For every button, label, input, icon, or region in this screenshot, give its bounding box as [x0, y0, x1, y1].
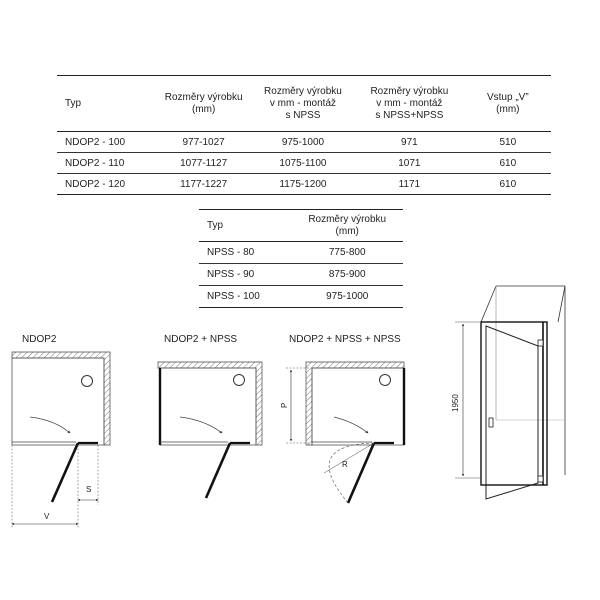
table-cell: 1171: [398, 178, 421, 190]
wall-hatch: [305, 361, 405, 446]
table-row: NDOP2 - 120 1177-1227 1175-1200 1171 610: [57, 174, 551, 195]
table-main-header-1: Rozměry výrobku(mm): [155, 76, 251, 132]
table-cell: 975-1000: [281, 136, 325, 148]
table-cell: 510: [499, 136, 517, 148]
table-main-header-line: v mm - montáž: [269, 97, 337, 109]
table-npss-header-1: Rozměry výrobku(mm): [291, 210, 403, 242]
perspective-ndop2: 1950: [451, 285, 566, 500]
table-row: NPSS - 90 875-900: [199, 264, 403, 286]
drain-icon: [81, 375, 93, 387]
swing-arc: [179, 416, 223, 434]
table-row: NPSS - 100 975-1000: [199, 286, 403, 308]
table-cell: 1177-1227: [180, 178, 228, 190]
table-main-header-line: Rozměry výrobku: [164, 91, 243, 103]
table-npss-header-line: (mm): [335, 225, 359, 237]
hinge-icon: [537, 339, 544, 347]
open-door-panel: [485, 325, 539, 500]
table-cell: 610: [499, 157, 517, 169]
table-cell: NPSS - 100: [207, 291, 260, 302]
plan-ndop2-npss-npss: R P: [280, 361, 406, 504]
swing-arc: [29, 416, 71, 434]
diagram-title-ndop2-npss: NDOP2 + NPSS: [164, 334, 238, 345]
plan-ndop2: S V: [11, 351, 111, 528]
table-row: NDOP2 - 100 977-1027 975-1000 971 510: [57, 132, 551, 153]
table-main-header-line: s NPSS+NPSS: [375, 109, 444, 121]
table-cell: 971: [401, 136, 418, 148]
diagram-title-ndop2-npss-npss: NDOP2 + NPSS + NPSS: [289, 334, 401, 345]
table-cell: NPSS - 90: [207, 269, 255, 280]
wall-hatch: [157, 361, 263, 446]
table-main-header-line: (mm): [496, 103, 520, 115]
table-cell: 1175-1200: [279, 178, 327, 190]
npss-table-header: Typ Rozměry výrobku(mm): [199, 209, 403, 242]
drain-icon: [233, 374, 245, 386]
plan-ndop2-npss: [157, 361, 263, 499]
table-main-header-line: Vstup „V”: [486, 91, 529, 103]
table-cell: NPSS - 80: [207, 247, 255, 258]
table-cell: 977-1027: [182, 136, 225, 148]
table-main-header-4: Vstup „V”(mm): [465, 76, 551, 132]
table-main-header-0: Typ: [57, 76, 155, 132]
table-cell: 610: [499, 178, 517, 190]
door-handle-icon: [488, 417, 494, 428]
door-frame: [480, 321, 548, 486]
shower-tray: [11, 357, 105, 446]
wall-hatch: [11, 351, 111, 446]
table-cell: 875-900: [328, 269, 366, 280]
hinge-icon: [537, 475, 544, 483]
table-cell: 775-800: [328, 247, 366, 258]
label-v: V: [44, 512, 50, 521]
table-npss-header-line: Rozměry výrobku: [308, 213, 387, 225]
table-main-header-line: Typ: [65, 97, 82, 109]
door-leaf: [204, 442, 232, 499]
table-main-header-line: s NPSS: [285, 109, 321, 121]
table-main-header-line: v mm - montáž: [376, 97, 443, 109]
table-npss-header-0: Typ: [199, 210, 291, 242]
diagram-title-ndop2: NDOP2: [22, 334, 57, 345]
swing-arc: [333, 416, 369, 434]
door-leaf: [346, 442, 376, 504]
table-cell: 1077-1127: [180, 157, 228, 169]
label-r: R: [342, 460, 348, 469]
table-npss-header-line: Typ: [207, 219, 224, 231]
table-cell: 975-1000: [326, 291, 369, 302]
table-row: NDOP2 - 110 1077-1127 1075-1100 1071 610: [57, 153, 551, 174]
table-cell: NDOP2 - 100: [65, 136, 126, 148]
label-s: S: [86, 485, 91, 494]
table-cell: NDOP2 - 120: [65, 178, 126, 190]
table-main-header-line: Rozměry výrobku: [370, 85, 449, 97]
table-row: NPSS - 80 775-800: [199, 242, 403, 264]
table-main-header-line: (mm): [191, 103, 216, 115]
table-cell: 1075-1100: [279, 157, 327, 169]
table-cell: NDOP2 - 110: [65, 157, 125, 169]
door-leaf: [50, 442, 80, 503]
label-height: 1950: [451, 394, 460, 412]
drain-icon: [379, 374, 391, 386]
label-p: P: [280, 403, 289, 408]
door-radius-arc: [328, 442, 375, 504]
table-main-header-line: Rozměry výrobku: [264, 85, 342, 97]
table-cell: 1071: [398, 157, 421, 169]
